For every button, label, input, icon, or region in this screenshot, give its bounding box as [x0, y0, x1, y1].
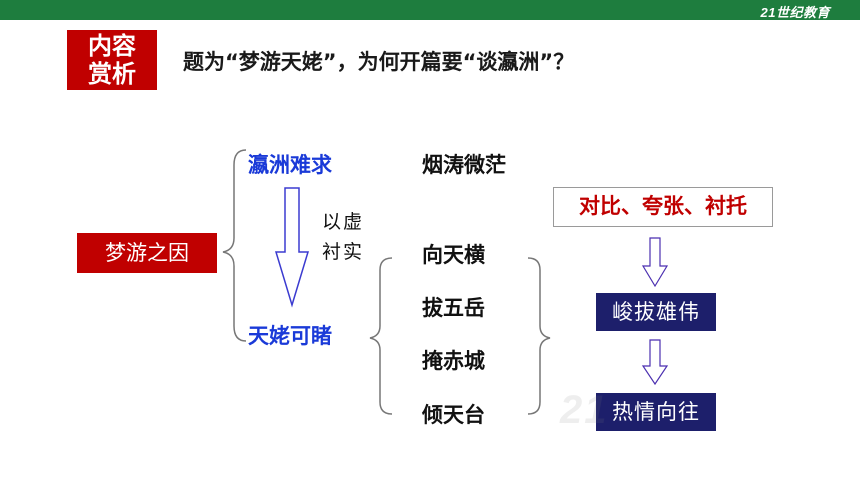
yantao-text: 烟涛微茫: [422, 153, 506, 177]
technique-box: 对比、夸张、衬托: [553, 187, 773, 227]
down-arrow: [274, 187, 310, 308]
middle-item-3: 掩赤城: [422, 349, 485, 373]
cause-box: 梦游之因: [77, 233, 217, 273]
badge-line-2: 赏析: [88, 60, 136, 88]
tianmu-text: 天姥可睹: [248, 324, 332, 348]
result-box-1: 峻拔雄伟: [596, 293, 716, 331]
arrow-label-1: 以虚: [322, 211, 365, 233]
yingzhou-text: 瀛洲难求: [248, 153, 332, 177]
question-text: 题为“梦游天姥”，为何开篇要“谈瀛洲”？: [183, 50, 575, 74]
site-logo: 21世纪教育: [760, 5, 830, 20]
arrow-label-2: 衬实: [322, 241, 365, 263]
middle-item-4: 倾天台: [422, 403, 485, 427]
result-box-2: 热情向往: [596, 393, 716, 431]
badge-line-1: 内容: [88, 32, 136, 60]
watermark-logo: 21: [560, 388, 609, 432]
middle-left-brace: [369, 257, 393, 415]
middle-item-2: 拔五岳: [422, 296, 485, 320]
middle-item-1: 向天横: [422, 243, 485, 267]
section-badge: 内容 赏析: [67, 30, 157, 90]
small-arrow-1: [641, 237, 669, 288]
left-brace: [222, 149, 247, 342]
small-arrow-2: [641, 339, 669, 386]
top-bar: 21世纪教育: [0, 0, 860, 20]
middle-right-brace: [527, 257, 551, 415]
